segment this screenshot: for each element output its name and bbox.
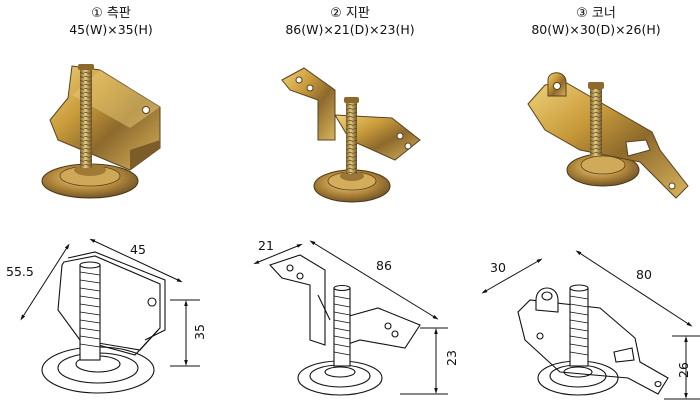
product-1-title: ① 측판 [91,6,131,21]
product-3-label-height: 26 [676,362,691,378]
product-1-label-depth: 55.5 [6,264,34,279]
product-1-header: ① 측판 45(W)×35(H) [11,6,211,38]
product-2-header: ② 지판 86(W)×21(D)×23(H) [250,6,450,38]
product-3-photo [527,72,689,199]
product-3-dimension-lines [481,250,700,400]
product-2-label-width: 86 [376,258,392,273]
product-2-dimensions: 86(W)×21(D)×23(H) [285,22,415,37]
product-3-label-width: 80 [636,267,652,282]
product-1-label-height: 35 [192,324,207,340]
product-3-drawing [517,284,669,396]
product-2-photo [281,67,421,203]
product-2-title: ② 지판 [330,6,370,21]
product-3-dimensions: 80(W)×30(D)×26(H) [531,22,661,37]
product-3-title: ③ 코너 [576,6,616,21]
product-1-dimension-lines [20,238,200,367]
product-2-dimension-lines [253,240,448,395]
product-1-photo [41,64,161,199]
product-1-dimensions: 45(W)×35(H) [69,22,153,37]
product-1-drawing [41,251,166,394]
product-2-drawing [269,254,421,396]
product-3-header: ③ 코너 80(W)×30(D)×26(H) [496,6,696,38]
product-2-label-depth: 21 [258,238,274,253]
product-3-label-depth: 30 [490,260,506,275]
product-2-label-height: 23 [444,350,459,366]
product-1-label-width: 45 [130,242,146,257]
